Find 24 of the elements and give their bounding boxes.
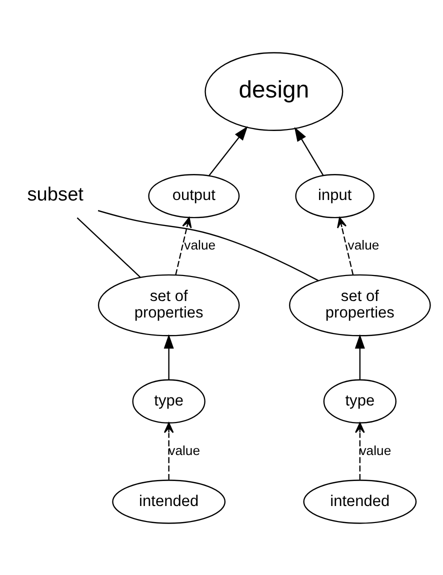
edge-label: value: [360, 442, 392, 458]
connector: [98, 210, 319, 281]
arrow: [175, 216, 192, 275]
node-ellipse: type: [323, 378, 397, 423]
edge-label: value: [184, 237, 216, 252]
node-ellipse: set of properties: [98, 274, 240, 336]
node-ellipse: input: [295, 174, 374, 218]
arrow: [164, 334, 174, 380]
node-ellipse: set of properties: [289, 274, 431, 336]
arrow: [294, 126, 324, 176]
node-ellipse: intended: [112, 479, 226, 524]
edge-label: value: [348, 237, 380, 252]
arrow: [355, 422, 365, 480]
node-ellipse: design: [204, 52, 344, 130]
node-ellipse: intended: [303, 479, 417, 524]
arrow: [164, 422, 174, 480]
connector: [76, 216, 141, 278]
node-ellipse: output: [148, 174, 240, 218]
arrow: [337, 216, 354, 275]
edge-label: value: [168, 442, 200, 458]
arrow: [354, 334, 365, 380]
node-text: subset: [27, 184, 84, 206]
node-ellipse: type: [132, 378, 206, 423]
arrow: [208, 126, 248, 176]
